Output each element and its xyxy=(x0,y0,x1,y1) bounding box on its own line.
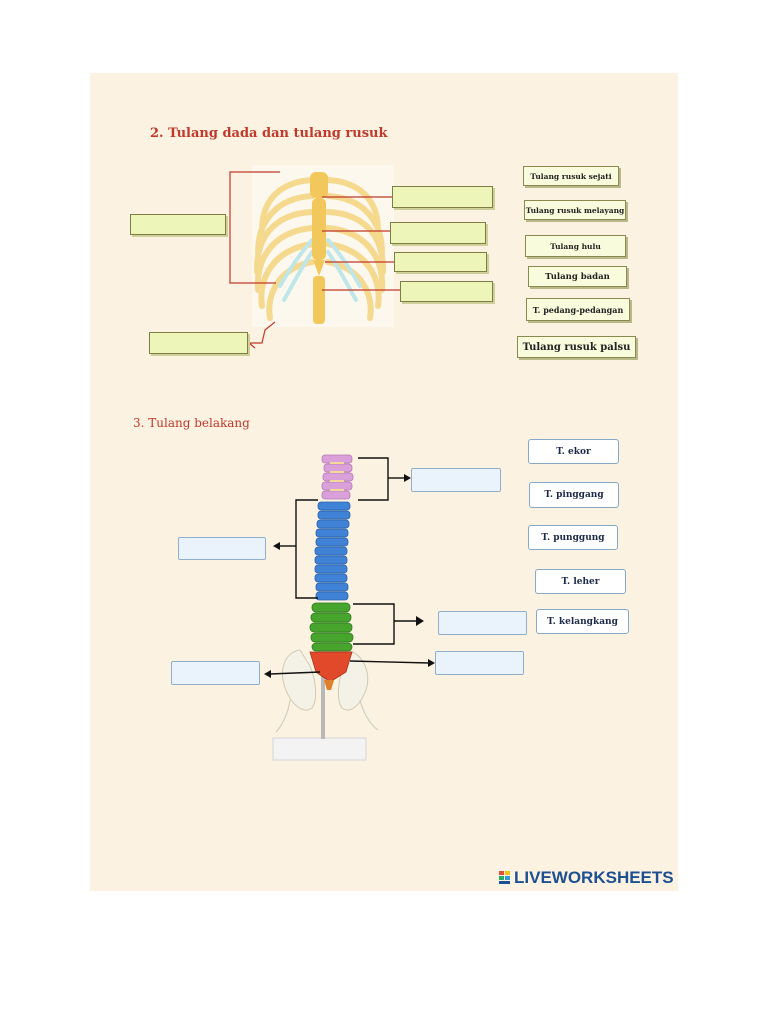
sternum-body xyxy=(312,198,326,260)
brand-icon xyxy=(499,871,510,884)
manubrium xyxy=(310,172,328,198)
label-tulang-badan[interactable]: Tulang badan xyxy=(528,266,627,287)
label-tulang-rusuk-palsu[interactable]: Tulang rusuk palsu xyxy=(517,336,636,358)
label-t-leher[interactable]: T. leher xyxy=(535,569,626,594)
thoracic-spine xyxy=(313,276,325,324)
thoracic-vertebrae xyxy=(314,501,351,601)
stand-rod xyxy=(321,675,325,739)
answer-box-coccyx[interactable] xyxy=(171,661,260,685)
label-t-pedang-pedangan[interactable]: T. pedang-pedangan xyxy=(526,298,630,321)
xiphoid xyxy=(313,260,325,276)
brand-logo: LIVEWORKSHEETS xyxy=(499,868,674,888)
rib-leader-lines xyxy=(226,171,400,349)
answer-box-sternum-left[interactable] xyxy=(130,214,226,235)
coccyx xyxy=(324,680,334,690)
label-tulang-rusuk-melayang[interactable]: Tulang rusuk melayang xyxy=(524,200,626,220)
stand-base xyxy=(272,737,367,761)
label-t-kelangkang[interactable]: T. kelangkang xyxy=(536,609,629,634)
label-tulang-hulu[interactable]: Tulang hulu xyxy=(525,235,626,257)
cervical-discs xyxy=(330,462,344,491)
answer-box-sacrum[interactable] xyxy=(435,651,524,675)
arrowheads xyxy=(264,474,435,678)
section-2-title: 2. Tulang dada dan tulang rusuk xyxy=(150,126,388,141)
answer-box-thoracic[interactable] xyxy=(178,537,266,560)
answer-box-floating-ribs[interactable] xyxy=(149,332,248,354)
section-3-title: 3. Tulang belakang xyxy=(133,416,250,430)
sacrum xyxy=(309,651,353,683)
label-tulang-rusuk-sejati[interactable]: Tulang rusuk sejati xyxy=(523,166,619,186)
answer-box-sternum-body[interactable] xyxy=(390,222,486,244)
answer-box-cervical[interactable] xyxy=(411,468,501,492)
answer-box-xiphoid[interactable] xyxy=(394,252,487,272)
spine-leader-lines xyxy=(269,457,431,675)
label-t-pinggang[interactable]: T. pinggang xyxy=(529,482,619,508)
answer-box-manubrium[interactable] xyxy=(392,186,493,208)
label-t-punggung[interactable]: T. punggung xyxy=(528,525,618,550)
lumbar-vertebrae xyxy=(309,602,354,652)
answer-box-lumbar[interactable] xyxy=(438,611,527,635)
brand-name: LIVEWORKSHEETS xyxy=(514,868,674,887)
label-t-ekor[interactable]: T. ekor xyxy=(528,439,619,464)
cervical-vertebrae xyxy=(321,454,354,500)
answer-box-lower-ribs[interactable] xyxy=(400,281,493,302)
